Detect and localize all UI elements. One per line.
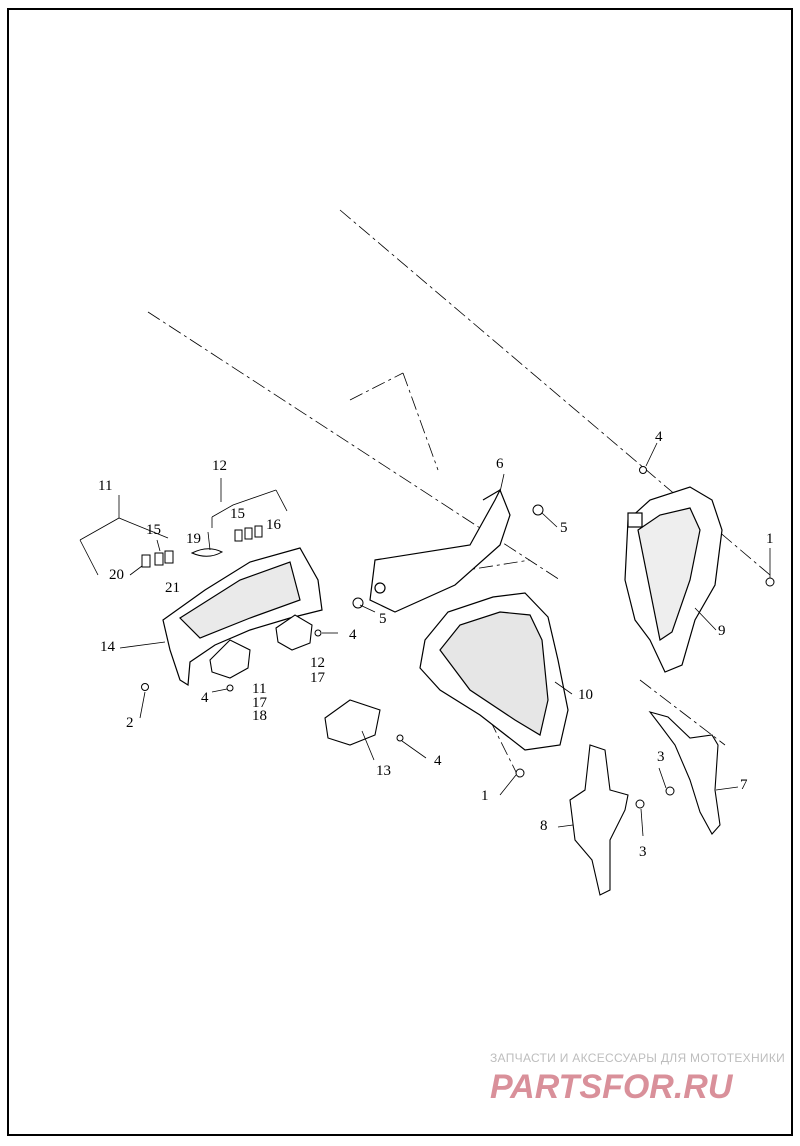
callout-9: 9 <box>718 623 726 639</box>
callout-4-low: 4 <box>434 753 442 769</box>
part-9-side-bracket <box>624 486 723 673</box>
callout-7: 7 <box>740 777 748 793</box>
callout-14: 14 <box>100 639 115 655</box>
part-6-upper-cover <box>369 488 511 613</box>
callout-18: 18 <box>252 708 267 724</box>
callout-3-lower: 3 <box>639 844 647 860</box>
callout-3-upper: 3 <box>657 749 665 765</box>
watermark-logo-text: PARTSFOR.RU <box>490 1068 734 1106</box>
fasteners <box>141 466 775 809</box>
part-13-switch <box>324 699 381 746</box>
watermark-tagline: ЗАПЧАСТИ И АКСЕССУАРЫ ДЛЯ МОТОТЕХНИКИ <box>490 1051 786 1065</box>
callout-17-a: 17 <box>252 695 267 711</box>
leader-lines <box>118 442 771 837</box>
part-7-bracket <box>648 711 721 835</box>
callout-1-lower: 1 <box>481 788 489 804</box>
callout-4-mid: 4 <box>349 627 357 643</box>
callout-16: 16 <box>266 517 281 533</box>
callout-4-top: 4 <box>655 429 663 445</box>
callout-8: 8 <box>540 818 548 834</box>
callout-21: 21 <box>165 580 180 596</box>
part-8-bracket <box>569 744 629 896</box>
callout-5-left: 5 <box>379 611 387 627</box>
drawing-frame <box>7 8 793 1136</box>
callout-6: 6 <box>496 456 504 472</box>
watermark-logo: PARTSFOR.RU <box>490 1068 734 1106</box>
screw-set-15-20-21 <box>141 525 263 568</box>
callout-13: 13 <box>376 763 391 779</box>
callout-15-left: 15 <box>146 522 161 538</box>
callout-4-left: 4 <box>201 690 209 706</box>
callout-17-b: 17 <box>310 670 325 686</box>
callout-12-bottom: 12 <box>310 655 325 671</box>
callout-20: 20 <box>109 567 124 583</box>
callout-2: 2 <box>126 715 134 731</box>
part-12-switch <box>275 614 313 651</box>
callout-19: 19 <box>186 531 201 547</box>
part-10-headlamp-housing <box>419 592 569 751</box>
callout-1-right: 1 <box>766 531 774 547</box>
callout-12-top: 12 <box>212 458 227 474</box>
callout-11-bottom: 11 <box>252 681 267 697</box>
callout-11-top: 11 <box>98 478 113 494</box>
callout-10: 10 <box>578 687 593 703</box>
callout-15-right: 15 <box>230 506 245 522</box>
part-14-cover <box>162 547 323 687</box>
part-11-switch <box>209 639 251 679</box>
callout-5-right: 5 <box>560 520 568 536</box>
